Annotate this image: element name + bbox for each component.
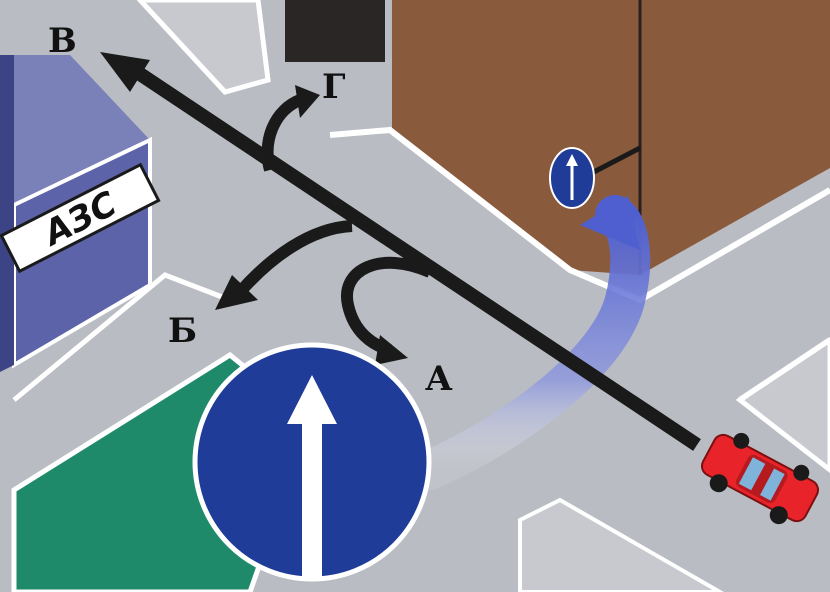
road-sign-arrow-shaft [302, 420, 322, 580]
small-sign-bracket [586, 145, 642, 178]
road-sign-arrow-icon [287, 375, 337, 424]
vehicle-path-arrowhead [580, 196, 640, 250]
route-v-arrowhead [100, 52, 150, 92]
sidewalk-right [735, 336, 830, 474]
route-a-arrowhead [375, 335, 408, 365]
corner-block-top-left [136, 0, 271, 95]
route-label-a: А [425, 359, 453, 399]
road-sign-straight-only [192, 342, 432, 582]
gas-station-roof [14, 55, 150, 205]
corner-block-bottom-right [518, 497, 725, 592]
route-b-line [235, 220, 353, 296]
route-label-g: Г [322, 67, 346, 107]
route-label-v: В [48, 21, 77, 61]
curb-left [12, 272, 231, 402]
route-a-line [341, 256, 433, 356]
curb-top-right [329, 126, 830, 304]
route-g-line [261, 94, 303, 172]
gas-station-front [0, 55, 14, 372]
route-main-line [121, 58, 701, 451]
route-g-arrowhead [295, 85, 320, 118]
car [700, 432, 820, 525]
route-label-b: Б [168, 311, 197, 351]
route-b-arrowhead [215, 275, 258, 310]
small-sign-arrow-icon [566, 154, 578, 166]
building-brown [392, 0, 830, 275]
building-dark [285, 0, 385, 62]
